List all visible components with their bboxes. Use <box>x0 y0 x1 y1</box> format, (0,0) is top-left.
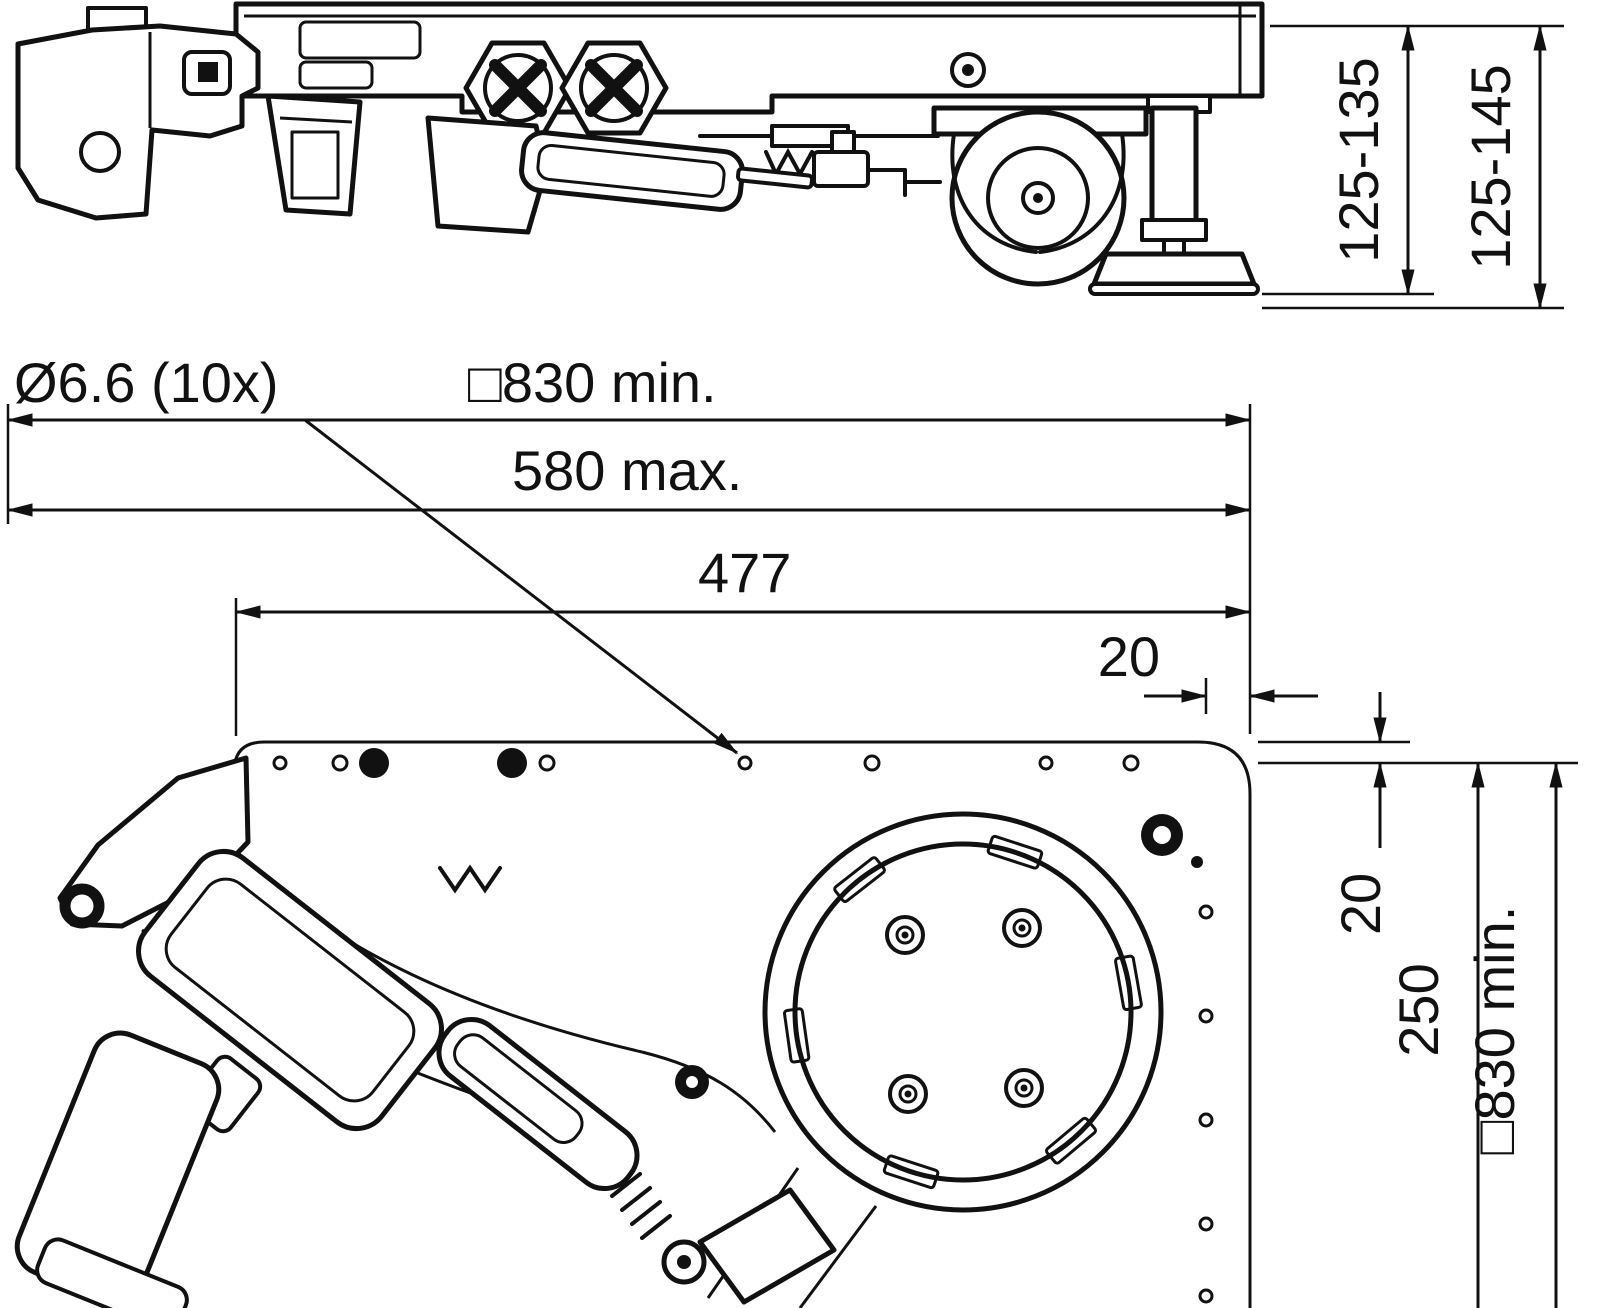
dim-label-250: 250 <box>1387 963 1450 1056</box>
hex-bolt-right <box>559 40 669 136</box>
turntable-housing <box>706 811 1164 1308</box>
dim-label-20-vertical: 20 <box>1329 873 1392 935</box>
dim-label-20-horizontal: 20 <box>1098 625 1160 688</box>
dim-label-height-min: 125-135 <box>1327 57 1390 263</box>
side-view <box>15 1 1265 296</box>
drive-tool <box>14 848 444 1308</box>
left-clamp-unit <box>15 6 261 221</box>
platform-slab <box>233 1 1265 115</box>
dim-label-830-top: □830 min. <box>468 351 717 414</box>
hole-callout-label: Ø6.6 (10x) <box>14 351 279 414</box>
cylinder-assembly <box>425 115 942 235</box>
dim-label-477: 477 <box>698 541 791 604</box>
hole-callout-leader <box>304 418 739 755</box>
plan-view <box>14 740 1252 1308</box>
dim-label-height-max: 125-145 <box>1459 64 1522 270</box>
turntable-bolts <box>885 908 1044 1114</box>
edge-hole-column <box>1198 904 1214 1304</box>
linear-actuator <box>436 1016 837 1305</box>
hex-bolt-left <box>463 40 573 136</box>
arm-pivot-ring <box>59 883 105 929</box>
support-bracket <box>265 93 363 217</box>
dim-label-830-right: □830 min. <box>1463 906 1526 1155</box>
leveling-foot <box>1088 94 1260 296</box>
caster-wheel <box>931 105 1149 287</box>
mounting-hole-row <box>272 748 1140 778</box>
plan-view-dimensions: Ø6.6 (10x) □830 min. 580 max. 477 20 20 … <box>6 351 1578 1308</box>
dim-label-580: 580 max. <box>512 439 742 502</box>
side-view-dimensions: 125-135 125-145 <box>1262 24 1564 310</box>
